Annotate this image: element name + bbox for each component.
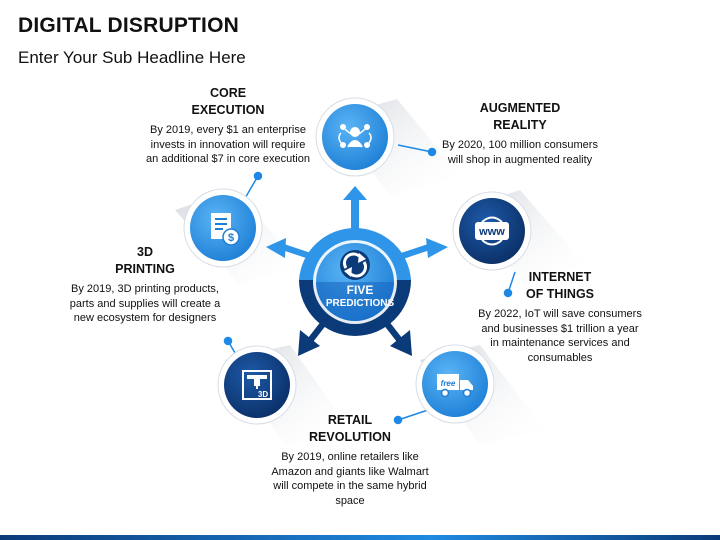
label-title: CORE EXECUTION [191, 86, 265, 117]
refresh-arrows-icon [340, 250, 370, 280]
free-icon-text: free [441, 379, 456, 388]
team-network-icon [338, 124, 372, 148]
footer-bar [0, 535, 720, 540]
label-description: By 2019, 3D printing products, parts and… [69, 283, 221, 324]
free-delivery-truck-icon: free [437, 374, 473, 398]
svg-text:$: $ [228, 232, 234, 244]
center-label-line1: FIVE [346, 283, 374, 297]
connectors [223, 144, 516, 425]
label-internet-of-things: INTERNET OF THINGS By 2022, IoT will sav… [470, 269, 650, 365]
center-label-line2: PREDICTIONS [325, 298, 395, 309]
label-description: By 2022, IoT will save consumers and bus… [478, 308, 642, 364]
label-title: AUGMENTED REALITY [479, 101, 561, 132]
center-hub [299, 227, 411, 336]
label-description: By 2019, every $1 an enterprise invests … [146, 124, 310, 165]
center-label: FIVE PREDICTIONS [310, 283, 410, 310]
label-title: 3D PRINTING [115, 245, 175, 276]
www-globe-icon: www [475, 216, 509, 246]
label-augmented-reality: AUGMENTED REALITY By 2020, 100 million c… [430, 100, 610, 167]
www-icon-text: www [478, 226, 505, 238]
label-description: By 2019, online retailers like Amazon an… [271, 451, 429, 507]
document-dollar-icon: $ [211, 213, 240, 246]
label-title: INTERNET OF THINGS [525, 270, 595, 301]
label-retail-revolution: RETAIL REVOLUTION By 2019, online retail… [265, 412, 435, 508]
label-description: By 2020, 100 million consumers will shop… [442, 139, 598, 166]
page-subtitle: Enter Your Sub Headline Here [18, 48, 246, 67]
label-core-execution: CORE EXECUTION By 2019, every $1 an ente… [128, 85, 328, 167]
3d-printer-icon: 3D [242, 370, 272, 400]
3d-icon-text: 3D [258, 390, 268, 399]
page-title: DIGITAL DISRUPTION [18, 14, 239, 37]
label-title: RETAIL REVOLUTION [309, 413, 391, 444]
label-3d-printing: 3D PRINTING By 2019, 3D printing product… [55, 244, 235, 326]
